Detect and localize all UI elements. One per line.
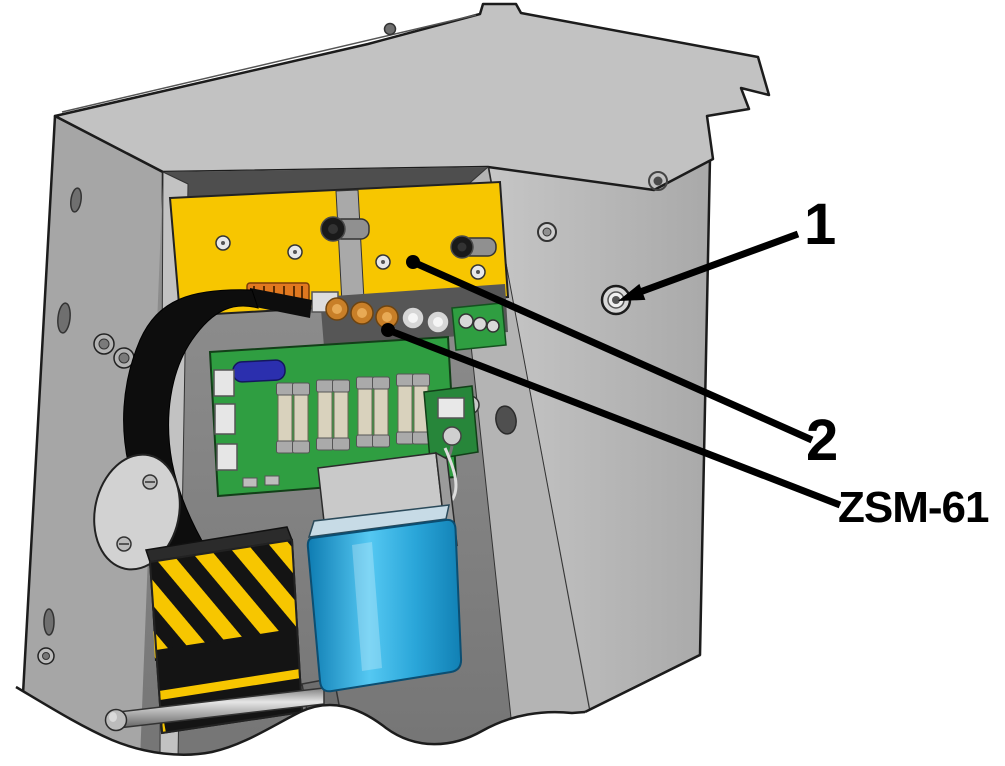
vent-slot <box>70 187 82 213</box>
callout-1-label: 1 <box>804 192 836 257</box>
board-connector <box>216 443 238 471</box>
tear-edge <box>10 655 720 766</box>
terminal-block-screw <box>486 319 500 333</box>
tear-edge-line <box>15 685 586 756</box>
module-screw <box>457 242 467 252</box>
terminal-port <box>381 260 385 264</box>
access-cover-oval <box>93 453 181 571</box>
callout-2-line <box>411 258 814 444</box>
fuse-cartridge <box>356 376 374 448</box>
capacitor-block <box>306 504 463 693</box>
fuse-cartridge <box>372 376 390 448</box>
capacitor-body <box>306 518 463 693</box>
mounting-hole <box>383 22 397 36</box>
plate-fold-line <box>61 14 477 113</box>
board-socket <box>437 397 465 419</box>
fuse-cartridge <box>276 382 294 454</box>
callouts: 1 2 ZSM-61 <box>381 192 990 532</box>
fuse-cartridge <box>316 379 334 451</box>
capacitor-highlight <box>352 542 382 671</box>
board-component <box>264 475 280 486</box>
module-screw <box>328 224 338 234</box>
callout-model-label: ZSM-61 <box>838 483 989 532</box>
callout-2-dot <box>406 255 420 269</box>
fuse-board <box>208 335 479 501</box>
terminal-port <box>221 241 225 245</box>
panel-screw <box>42 652 50 660</box>
terminal-block-screw <box>458 313 474 329</box>
cable-flat-section <box>250 288 312 318</box>
terminal-port <box>293 250 297 254</box>
terminal-screw-white <box>433 317 443 327</box>
fuse-cartridge <box>396 373 414 445</box>
terminal-screw-orange <box>357 308 367 318</box>
right-panel-bottom-edge <box>584 653 701 714</box>
keyhole <box>648 171 668 191</box>
terminal-row <box>246 282 508 351</box>
callout-2-label: 2 <box>806 408 838 473</box>
fuse-cartridge <box>292 382 310 454</box>
terminal-screw-white <box>408 313 418 323</box>
capacitor-top <box>307 504 450 538</box>
callout-model-line <box>386 326 842 509</box>
board-connector <box>213 369 235 397</box>
terminal-port <box>476 270 480 274</box>
board-socket <box>442 426 462 446</box>
cable-hole <box>495 405 517 435</box>
terminal-block-screw <box>472 316 488 332</box>
cover-plate <box>93 453 181 571</box>
board-connector <box>214 403 236 435</box>
board-wire <box>443 447 458 501</box>
grommet-core <box>612 296 620 304</box>
vent-slot <box>57 302 71 334</box>
rod-end-highlight <box>109 712 117 722</box>
transformer-band <box>156 628 300 691</box>
keyhole <box>653 176 663 186</box>
panel-screw <box>542 227 552 237</box>
capacitor-axial <box>232 359 286 383</box>
terminal-ports <box>215 235 486 280</box>
fuse-cartridge <box>332 379 350 451</box>
callout-1-line <box>638 230 800 296</box>
callout-model-dot <box>381 323 395 337</box>
board-component <box>242 477 258 488</box>
transformer <box>145 526 304 735</box>
terminal-screw-orange <box>332 304 342 314</box>
terminal-screw-orange <box>382 312 392 322</box>
callout-1-arrow <box>618 283 646 301</box>
hex-bolt <box>98 338 110 350</box>
top-mounting-plate <box>53 2 771 192</box>
hex-bolt <box>118 352 130 364</box>
vent-slot <box>43 608 55 636</box>
